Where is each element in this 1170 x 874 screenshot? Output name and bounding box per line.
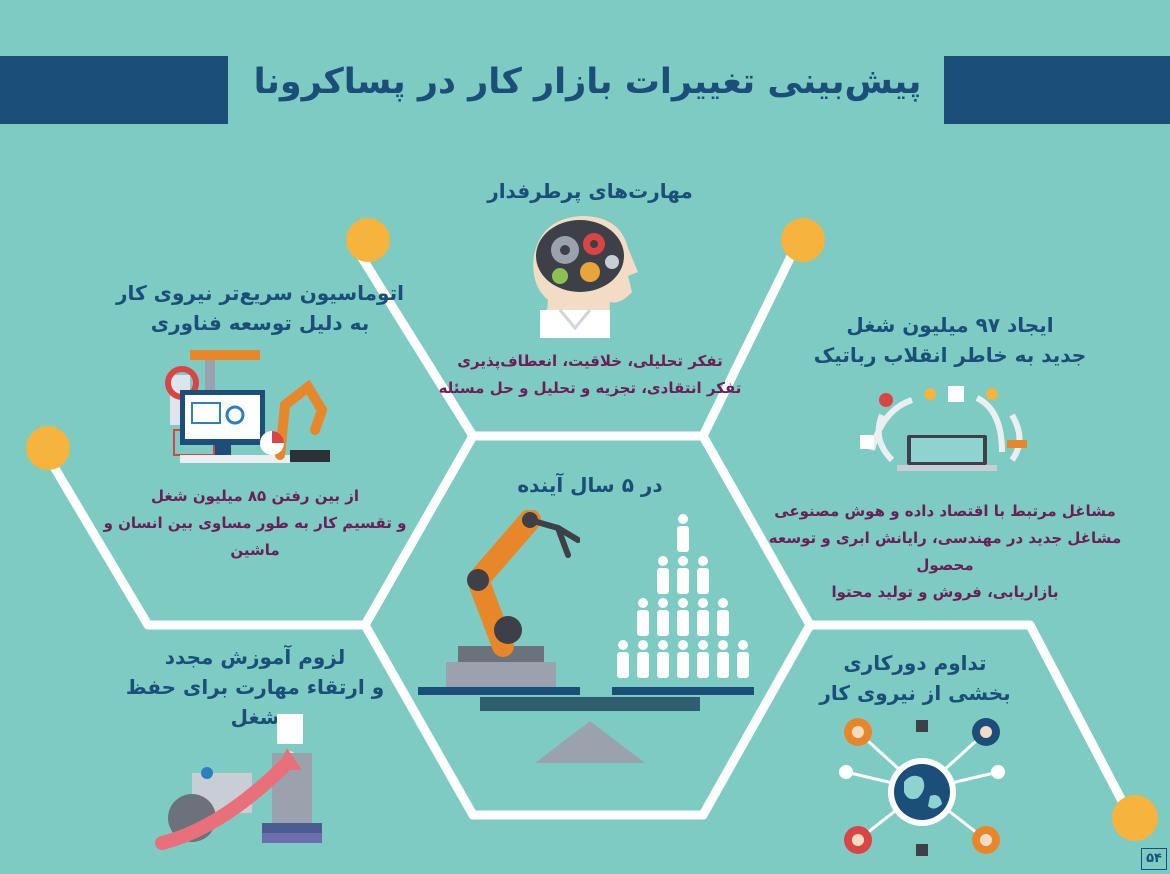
- person-figure: [657, 556, 669, 594]
- page-title: پیش‌بینی تغییرات بازار کار در پساکرونا: [253, 62, 922, 102]
- top-heading: مهارت‌های پرطرفدار: [487, 179, 693, 203]
- top-right-heading-line-2: جدید به خاطر انقلاب رباتیک: [813, 343, 1087, 367]
- person-figure: [617, 640, 629, 678]
- top-right-line-3: بازاریابی، فروش و تولید محتوا: [831, 583, 1059, 601]
- node-top-right: [781, 218, 825, 262]
- factory-automation-icon: [165, 350, 330, 463]
- top-left-heading: اتوماسیون سریع‌تر نیروی کار به دلیل توسع…: [110, 278, 410, 338]
- person-figure: [697, 556, 709, 594]
- bottom-right-heading: تداوم دورکاری بخشی از نیروی کار: [770, 648, 1060, 708]
- person-figure: [697, 640, 709, 678]
- top-left-lines: از بین رفتن ۸۵ میلیون شغل و تقسیم کار به…: [95, 483, 415, 564]
- bottom-right-heading-line-2: بخشی از نیروی کار: [819, 681, 1011, 705]
- person-figure: [677, 598, 689, 636]
- left-connector: [40, 447, 365, 630]
- upper-right-connector: [698, 242, 802, 438]
- person-figure: [717, 598, 729, 636]
- top-line-2: تفکر انتقادی، تجزیه و تحلیل و حل مسئله: [438, 379, 742, 397]
- top-line-1: تفکر تحلیلی، خلاقیت، انعطاف‌پذیری: [457, 352, 723, 370]
- title-bar-right: [944, 56, 1170, 124]
- center-heading: در ۵ سال آینده: [517, 473, 663, 497]
- node-bottom-right: [1112, 795, 1158, 841]
- people-pyramid-icon: [612, 514, 754, 695]
- top-left-line-1: از بین رفتن ۸۵ میلیون شغل: [150, 487, 359, 505]
- person-figure: [697, 598, 709, 636]
- upper-left-connector: [350, 242, 477, 439]
- top-right-line-2: مشاغل جدید در مهندسی، رایانش ابری و توسع…: [768, 529, 1122, 574]
- page-number: ۵۴: [1141, 848, 1167, 870]
- top-right-lines: مشاغل مرتبط با اقتصاد داده و هوش مصنوعی …: [745, 498, 1145, 606]
- person-figure: [637, 598, 649, 636]
- laptop-robotics-icon: [860, 386, 1027, 471]
- top-right-heading: ایجاد ۹۷ میلیون شغل جدید به خاطر انقلاب …: [780, 310, 1120, 370]
- bottom-left-heading-line-1: لزوم آموزش مجدد: [164, 645, 346, 669]
- brain-gears-icon: [533, 216, 638, 338]
- person-figure: [677, 514, 689, 552]
- person-figure: [657, 598, 669, 636]
- person-figure: [677, 556, 689, 594]
- top-left-line-2: و تقسیم کار به طور مساوی بین انسان و ماش…: [103, 514, 407, 559]
- title-bar-left: [0, 56, 228, 124]
- robot-arm-icon: [418, 510, 580, 695]
- person-figure: [677, 640, 689, 678]
- top-left-heading-line-2: به دلیل توسعه فناوری: [150, 311, 370, 335]
- top-right-heading-line-1: ایجاد ۹۷ میلیون شغل: [846, 313, 1054, 337]
- person-figure: [737, 640, 749, 678]
- bottom-left-heading: لزوم آموزش مجدد و ارتقاء مهارت برای حفظ …: [105, 642, 405, 732]
- node-top-left: [346, 218, 390, 262]
- bottom-right-heading-line-1: تداوم دورکاری: [843, 651, 987, 675]
- person-figure: [657, 640, 669, 678]
- scale-base-icon: [480, 697, 700, 763]
- remote-work-globe-icon: [839, 718, 1005, 856]
- right-connector: [810, 620, 1136, 823]
- top-left-heading-line-1: اتوماسیون سریع‌تر نیروی کار: [116, 281, 404, 305]
- node-left: [26, 426, 70, 470]
- training-growth-icon: [155, 714, 322, 850]
- top-right-line-1: مشاغل مرتبط با اقتصاد داده و هوش مصنوعی: [774, 502, 1116, 520]
- top-lines: تفکر تحلیلی، خلاقیت، انعطاف‌پذیری تفکر ا…: [420, 348, 760, 402]
- person-figure: [637, 640, 649, 678]
- bottom-left-heading-line-2: و ارتقاء مهارت برای حفظ شغل: [125, 675, 385, 729]
- person-figure: [717, 640, 729, 678]
